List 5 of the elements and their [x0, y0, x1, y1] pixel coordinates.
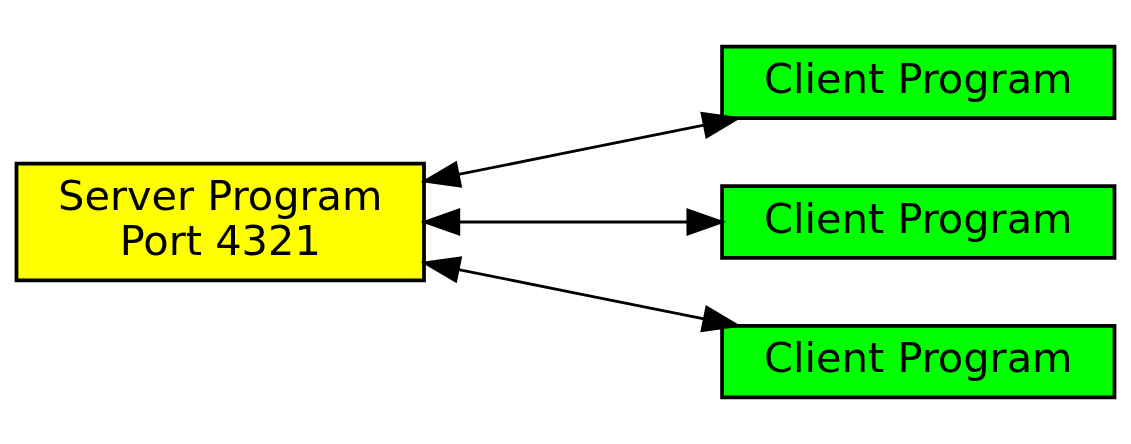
node-box: Server Program Port 4321: [14, 161, 426, 283]
arrow: [420, 208, 727, 236]
node-box: Client Program: [720, 323, 1117, 400]
node-box: Client Program: [720, 44, 1117, 121]
node-box: Client Program: [720, 184, 1117, 260]
